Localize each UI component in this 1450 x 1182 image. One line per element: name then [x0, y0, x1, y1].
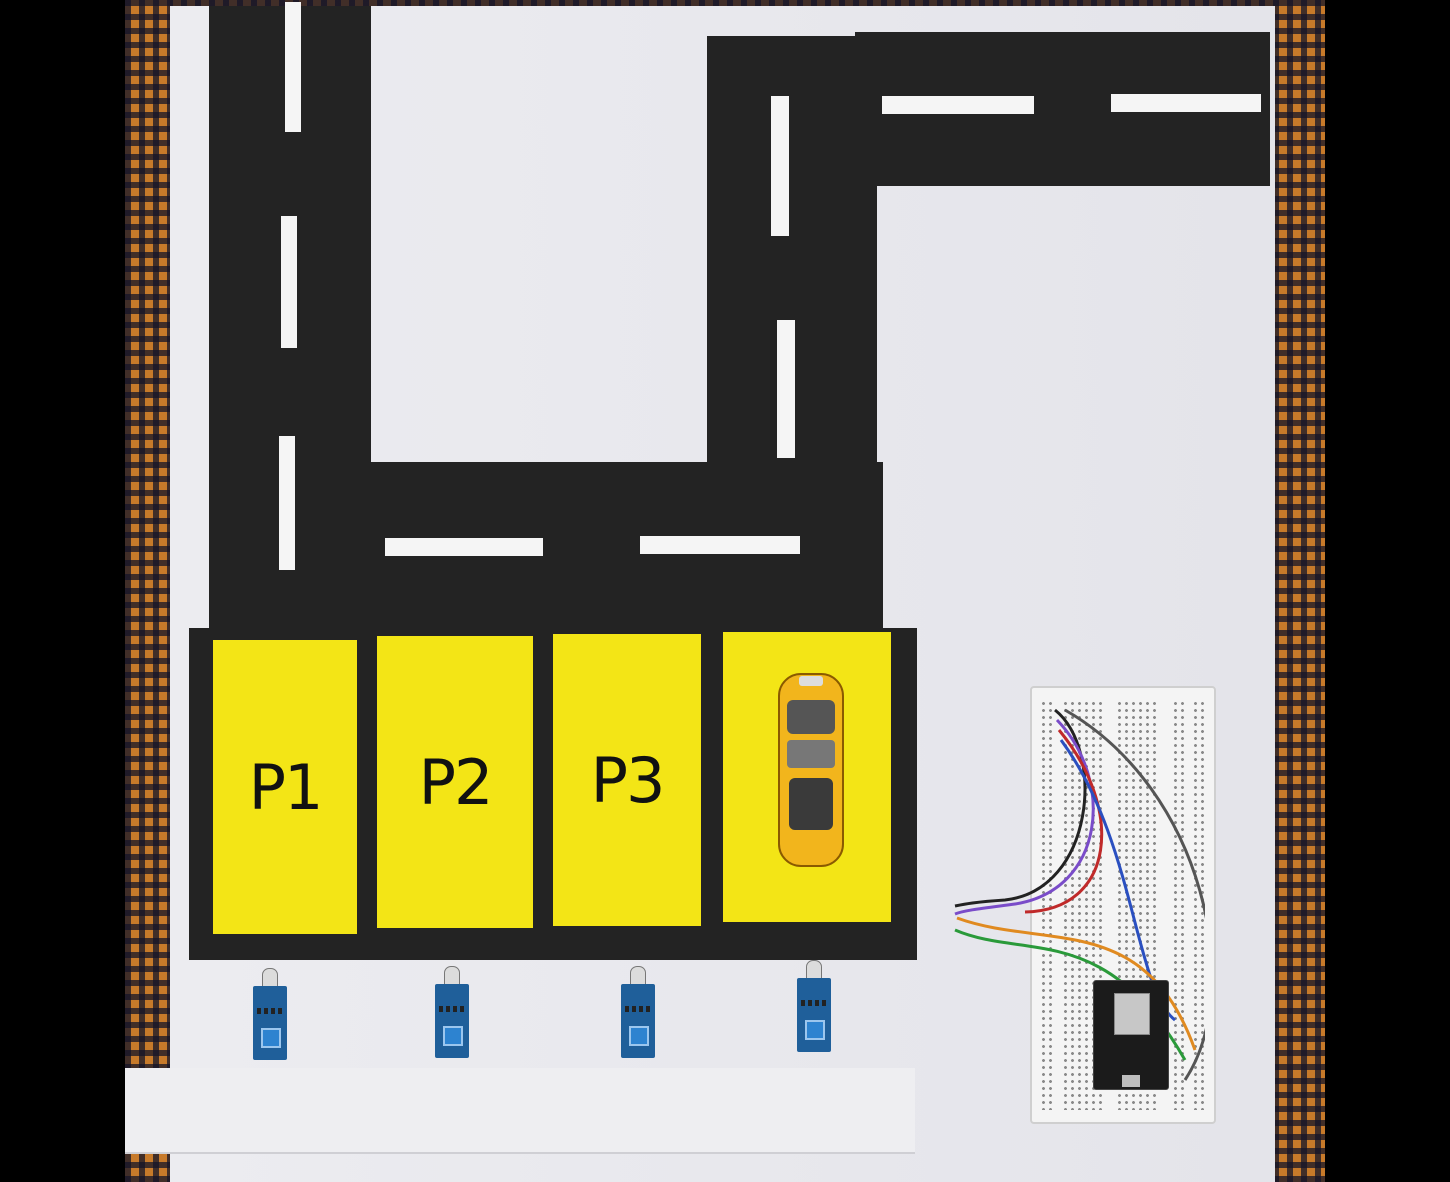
- lane-dash: [285, 2, 301, 132]
- parking-slot-p1: P1: [213, 640, 357, 934]
- slot-label: P2: [418, 745, 494, 819]
- ir-sensor-icon: [435, 966, 469, 1058]
- microcontroller-icon: [1093, 980, 1169, 1090]
- slot-label: P1: [248, 750, 324, 824]
- lane-dash: [771, 96, 789, 236]
- ir-sensor-icon: [621, 966, 655, 1058]
- lane-dash: [1111, 94, 1261, 112]
- lane-dash: [385, 538, 543, 556]
- ir-sensor-icon: [797, 960, 831, 1052]
- lane-dash: [777, 320, 795, 458]
- parking-model-photo: P1 P2 P3: [125, 0, 1325, 1182]
- ir-sensor-icon: [253, 968, 287, 1060]
- front-strip: [125, 1068, 915, 1152]
- slot-label: P3: [590, 743, 666, 817]
- lane-dash: [279, 436, 295, 570]
- car-icon: [778, 673, 844, 867]
- lane-dash: [640, 536, 800, 554]
- parking-slot-p2: P2: [377, 636, 533, 928]
- lane-dash: [882, 96, 1034, 114]
- parking-slot-p3: P3: [553, 634, 701, 926]
- lane-dash: [281, 216, 297, 348]
